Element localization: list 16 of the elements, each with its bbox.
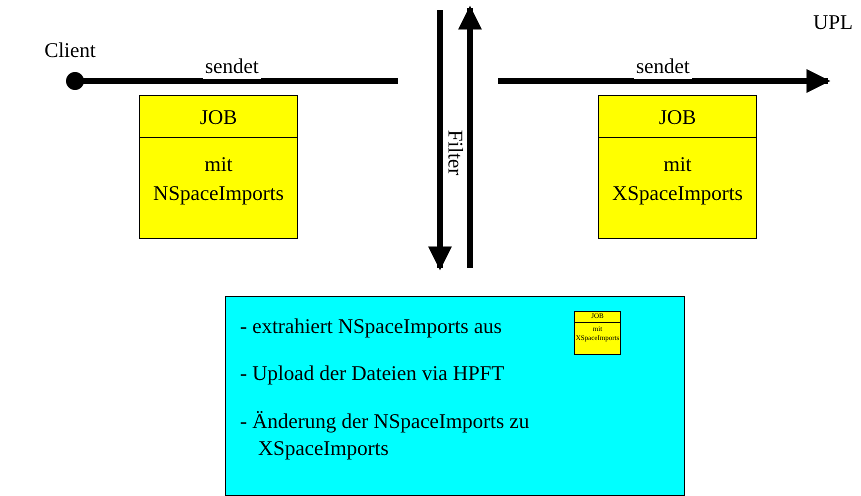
- arrow: [498, 69, 830, 93]
- axis-label: Filter: [442, 129, 468, 175]
- bullet-text: - Änderung der NSpaceImports zu XSpaceImports: [240, 408, 530, 462]
- box-text: mit XSpaceImports: [611, 151, 744, 208]
- arrow: [458, 6, 482, 268]
- box-heading: JOB: [140, 96, 297, 138]
- bullet-text: - Upload der Dateien via HPFT: [240, 360, 506, 388]
- box-heading: JOB: [599, 96, 756, 138]
- job-box: [574, 311, 621, 355]
- node-label: Client: [20, 38, 120, 64]
- node-label: UPL: [808, 10, 858, 36]
- box-text: mit NSpaceImports: [152, 151, 285, 208]
- job-box: [139, 95, 298, 239]
- job-box: [598, 95, 757, 239]
- note-panel: [225, 296, 685, 496]
- arrow: [428, 10, 452, 270]
